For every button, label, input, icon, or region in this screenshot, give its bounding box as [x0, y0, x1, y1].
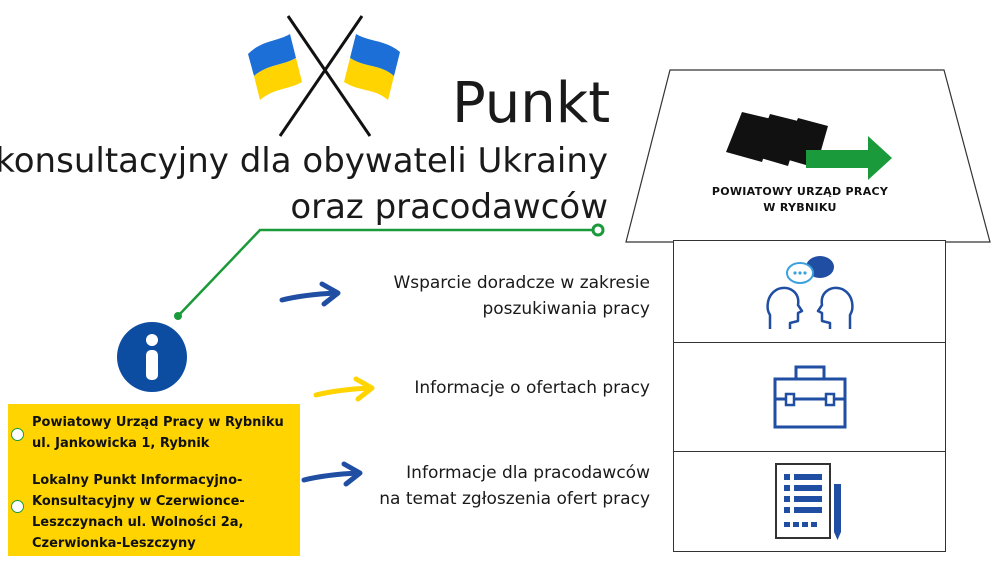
- page-title: Punkt: [452, 71, 611, 136]
- location-item: Powiatowy Urząd Pracy w Rybniku ul. Jank…: [32, 412, 284, 454]
- feature-text-line2: na temat zgłoszenia ofert pracy: [379, 489, 650, 509]
- crossed-ukraine-flags-icon: [248, 15, 400, 137]
- location-line: Czerwionka-Leszczyny: [32, 536, 196, 551]
- info-icon: [117, 322, 187, 392]
- logo-line: POWIATOWY URZĄD PRACY: [711, 185, 889, 198]
- feature-item: Informacje dla pracodawców na temat zgło…: [379, 460, 650, 512]
- connector-line: [174, 223, 605, 320]
- location-line: Leszczynach ul. Wolności 2a,: [32, 515, 244, 530]
- feature-text-line1: Wsparcie doradcze w zakresie: [393, 273, 650, 293]
- arrow-icon: [313, 376, 375, 402]
- arrow-icon: [301, 461, 363, 487]
- form-document-icon: [775, 463, 841, 540]
- feature-text-line1: Informacje dla pracodawców: [406, 463, 650, 483]
- location-bullet: [11, 500, 24, 513]
- logo-line: W RYBNIKU: [763, 201, 837, 214]
- pup-logo-icon: [726, 112, 892, 180]
- feature-text-line2: poszukiwania pracy: [482, 299, 650, 319]
- house-floor-2: [673, 342, 946, 452]
- house-floor-3: [673, 451, 946, 552]
- house-floor-1: [673, 240, 946, 343]
- pup-logo-text: POWIATOWY URZĄD PRACY W RYBNIKU: [700, 184, 900, 216]
- locations-box: Powiatowy Urząd Pracy w Rybniku ul. Jank…: [8, 404, 300, 556]
- location-line: Konsultacyjny w Czerwionce-: [32, 494, 245, 509]
- location-bullet: [11, 428, 24, 441]
- feature-item: Informacje o ofertach pracy: [414, 375, 650, 401]
- feature-item: Wsparcie doradcze w zakresie poszukiwani…: [393, 270, 650, 322]
- conversation-icon: [766, 256, 854, 329]
- briefcase-icon: [773, 365, 847, 429]
- feature-text-line1: Informacje o ofertach pracy: [414, 378, 650, 398]
- page-subtitle-line2: oraz pracodawców: [290, 187, 608, 227]
- location-item: Lokalny Punkt Informacyjno- Konsultacyjn…: [32, 470, 245, 554]
- location-line: Powiatowy Urząd Pracy w Rybniku: [32, 415, 284, 430]
- arrow-icon: [279, 281, 341, 307]
- location-line: ul. Jankowicka 1, Rybnik: [32, 436, 210, 451]
- location-line: Lokalny Punkt Informacyjno-: [32, 473, 243, 488]
- page-subtitle-line1: konsultacyjny dla obywateli Ukrainy: [0, 141, 608, 181]
